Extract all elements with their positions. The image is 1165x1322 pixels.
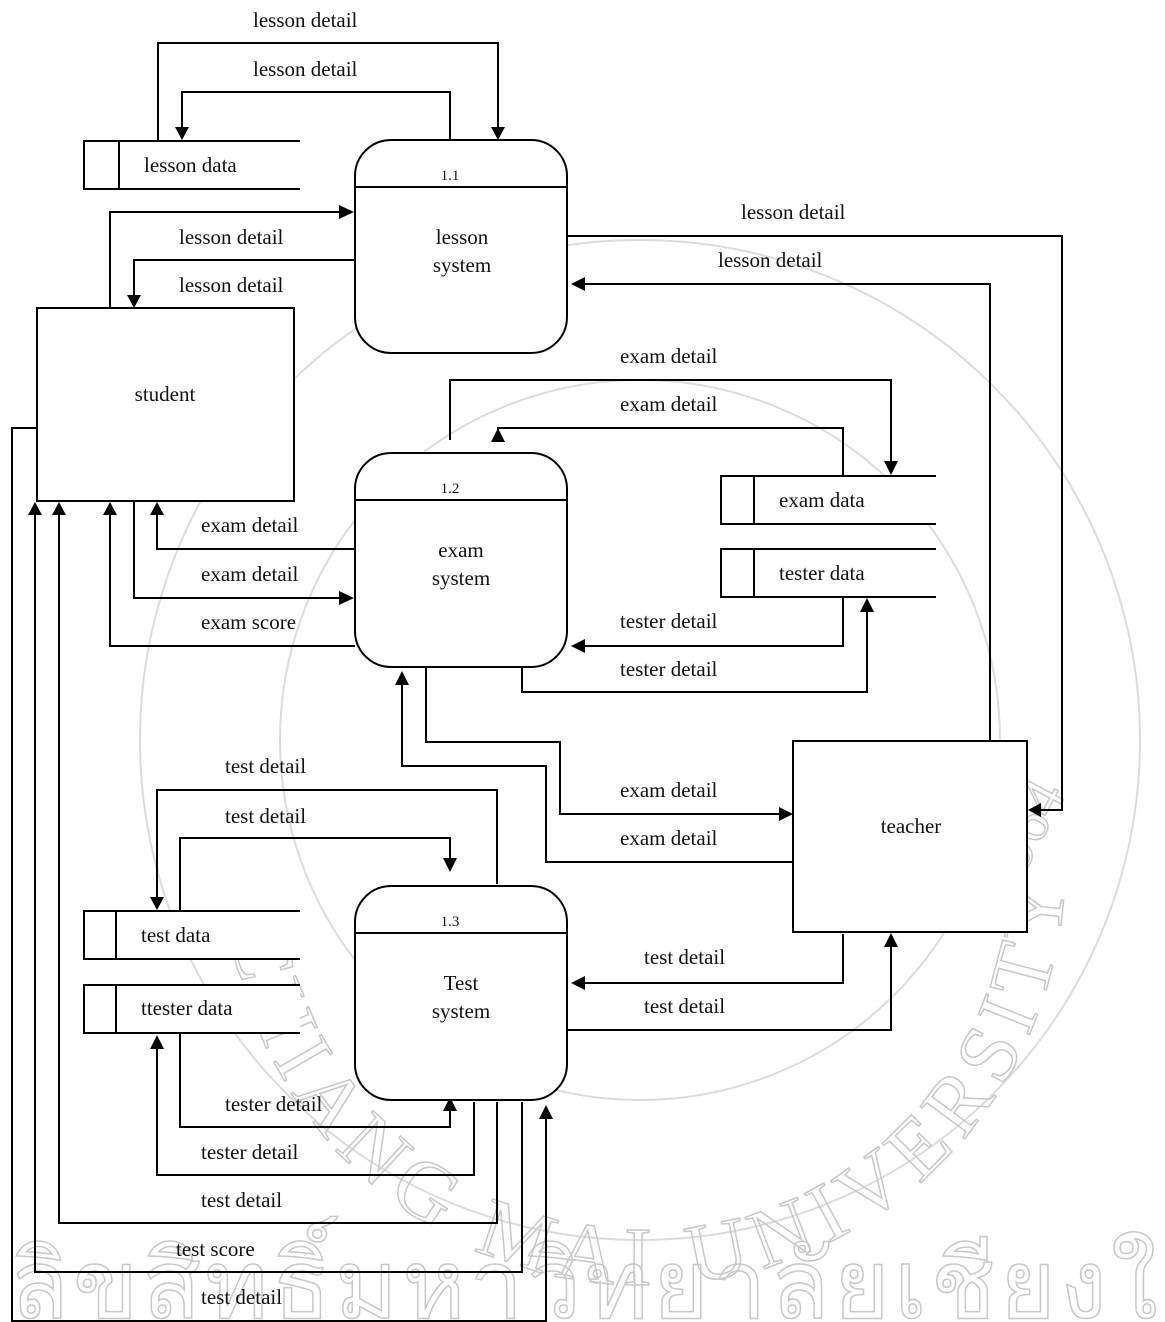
process-label-line2: system [432, 999, 490, 1023]
process-label-line2: system [433, 253, 491, 277]
entity-label: student [135, 382, 196, 406]
watermark-thai-text: ลิขสิทธิ์มหาวิทยาลัยเชียงใหม่ [10, 1216, 1165, 1322]
store-ttester-data: ttester data [83, 984, 300, 1034]
process-label-line2: system [432, 566, 490, 590]
process-number: 1.2 [441, 481, 460, 497]
store-label: exam data [779, 488, 865, 512]
flow-label: tester detail [620, 609, 718, 633]
flow-label: test detail [201, 1285, 282, 1309]
process-lesson-system: 1.1 lesson system [354, 139, 568, 354]
store-label: ttester data [141, 996, 233, 1020]
flow-label: test score [176, 1237, 255, 1261]
arrowheads [28, 127, 1041, 1119]
flow-label: test detail [644, 945, 725, 969]
store-exam-data: exam data [720, 475, 936, 525]
flow-label: lesson detail [179, 225, 284, 249]
flow-label: tester detail [225, 1092, 323, 1116]
flow-label: exam detail [620, 392, 718, 416]
flow-label: exam detail [201, 562, 299, 586]
flow-label: test detail [225, 804, 306, 828]
store-tester-data: tester data [720, 548, 936, 598]
store-test-data: test data [83, 910, 300, 960]
flow-label: lesson detail [718, 248, 823, 272]
flow-label: exam detail [620, 826, 718, 850]
flow-label: lesson detail [179, 273, 284, 297]
flow-labels: lesson detail lesson detail lesson detai… [176, 8, 846, 1309]
flow-label: tester detail [201, 1140, 299, 1164]
flow-label: test detail [644, 994, 725, 1018]
store-lesson-data: lesson data [83, 140, 300, 190]
flow-label: exam detail [620, 344, 718, 368]
entity-teacher: teacher [792, 740, 1028, 933]
process-label-line1: lesson [436, 225, 489, 249]
store-label: tester data [779, 561, 865, 585]
store-label: lesson data [144, 153, 237, 177]
flow-label: lesson detail [253, 57, 358, 81]
flow-label: test detail [201, 1188, 282, 1212]
entity-label: teacher [881, 814, 942, 838]
flow-label: exam score [201, 610, 296, 634]
flow-label: lesson detail [253, 8, 358, 32]
process-exam-system: 1.2 exam system [354, 452, 568, 668]
flow-label: tester detail [620, 657, 718, 681]
process-label-line1: exam [438, 538, 483, 562]
process-test-system: 1.3 Test system [354, 885, 568, 1101]
entity-student: student [36, 307, 295, 502]
flow-label: lesson detail [741, 200, 846, 224]
flow-label: exam detail [620, 778, 718, 802]
store-label: test data [141, 923, 211, 947]
process-label-line1: Test [444, 971, 479, 995]
process-number: 1.3 [441, 914, 460, 930]
flow-label: exam detail [201, 513, 299, 537]
process-number: 1.1 [441, 168, 460, 184]
flow-label: test detail [225, 754, 306, 778]
flow-lines [11, 42, 1063, 1322]
